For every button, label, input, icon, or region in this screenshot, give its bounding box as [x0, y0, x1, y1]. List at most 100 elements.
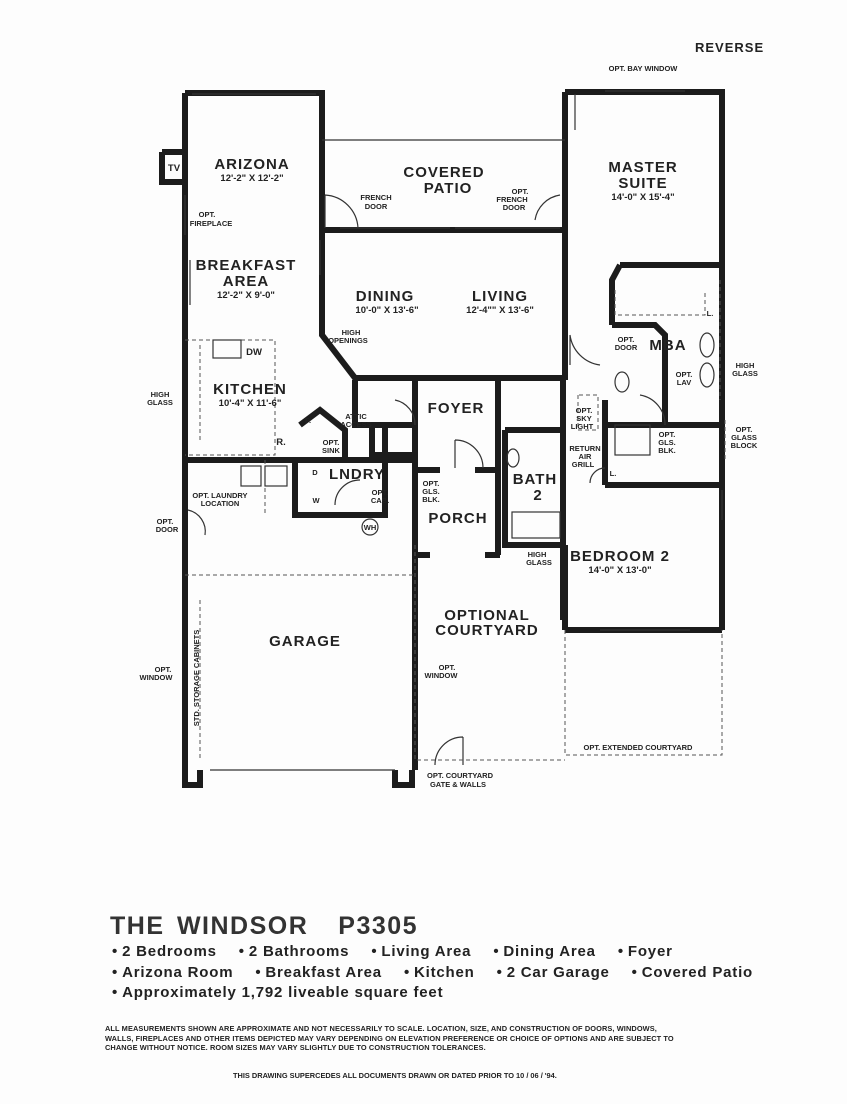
note-opt-door-garage: OPT.: [157, 517, 174, 526]
note-opt-gls-blk: OPT.: [659, 430, 676, 439]
room-kitchen-size: 10'-4" X 11'-6": [219, 398, 282, 409]
windows: [184, 90, 723, 771]
note-opt-sink-2: SINK: [322, 446, 341, 455]
room-lndry: LNDRY: [329, 466, 385, 483]
note-opt-sky-light-2: SKY: [576, 414, 591, 423]
note-porch-gls-blk-3: BLK.: [422, 495, 440, 504]
note-attic-access: ATTIC: [345, 412, 367, 421]
note-opt-door-garage-2: DOOR: [156, 525, 179, 534]
feature-item: Arizona Room: [112, 963, 233, 984]
note-pantry: P.: [305, 416, 311, 425]
room-garage: GARAGE: [269, 633, 341, 650]
walls: [159, 89, 725, 788]
note-linen-master: L.: [707, 309, 714, 318]
reverse-label: REVERSE: [695, 40, 765, 55]
room-patio-line2: PATIO: [424, 180, 473, 197]
room-arizona: ARIZONA: [214, 156, 289, 173]
note-extended-courtyard: OPT. EXTENDED COURTYARD: [584, 743, 693, 752]
note-attic-access-2: ACCESS: [340, 420, 371, 429]
note-courtyard-gate-2: GATE & WALLS: [430, 780, 486, 789]
room-mba: MBA: [649, 337, 686, 354]
note-opt-cab: OPT.: [372, 488, 389, 497]
room-breakfast-size: 12'-2" X 9'-0": [217, 290, 275, 301]
note-fireplace: OPT.: [199, 210, 216, 219]
note-opt-window-garage-2: WINDOW: [140, 673, 174, 682]
room-porch: PORCH: [428, 510, 487, 527]
note-bay-window: OPT. BAY WINDOW: [609, 64, 679, 73]
room-patio: COVERED: [403, 164, 484, 181]
room-foyer: FOYER: [428, 400, 485, 417]
note-opt-sky-light-3: LIGHT: [571, 422, 594, 431]
fixtures: [212, 332, 715, 539]
note-high-glass-court: HIGH: [528, 550, 547, 559]
feature-item: 2 Bathrooms: [239, 942, 350, 963]
note-french-door: FRENCH: [360, 193, 391, 202]
note-opt-gls-blk-2: GLS.: [658, 438, 676, 447]
note-porch-gls-blk-2: GLS.: [422, 487, 440, 496]
doors: [187, 194, 666, 766]
note-high-glass-left: HIGH: [151, 390, 170, 399]
feature-item: Foyer: [618, 942, 673, 963]
note-high-glass-right: HIGH: [736, 361, 755, 370]
note-opt-gls-blk-3: BLK.: [658, 446, 676, 455]
note-high-glass-left-2: GLASS: [147, 398, 173, 407]
note-opt-door-mba-2: DOOR: [615, 343, 638, 352]
note-opt-lav-2: LAV: [677, 378, 691, 387]
note-opt-french-door-3: DOOR: [503, 203, 526, 212]
feature-item: 2 Car Garage: [497, 963, 610, 984]
feature-item: Kitchen: [404, 963, 475, 984]
feature-item: 2 Bedrooms: [112, 942, 217, 963]
feature-item: Dining Area: [493, 942, 595, 963]
note-return-air-grill: RETURN: [569, 444, 600, 453]
room-courtyard-line2: COURTYARD: [435, 622, 538, 639]
plan-number: P3305: [338, 912, 419, 940]
room-dining-size: 10'-0" X 13'-6": [355, 305, 418, 316]
note-washer: W: [312, 496, 320, 505]
room-breakfast: BREAKFAST: [196, 257, 297, 274]
room-arizona-size: 12'-2" X 12'-2": [220, 173, 283, 184]
room-kitchen: KITCHEN: [213, 381, 287, 398]
note-opt-sky-light: OPT.: [576, 406, 593, 415]
note-refrigerator: R.: [276, 437, 286, 448]
optional-elements: [185, 280, 726, 761]
disclaimer: ALL MEASUREMENTS SHOWN ARE APPROXIMATE A…: [105, 1024, 674, 1052]
note-courtyard-gate: OPT. COURTYARD: [427, 771, 494, 780]
room-bath2: BATH: [513, 471, 558, 488]
note-french-door-2: DOOR: [365, 202, 388, 211]
note-opt-glass-block: OPT.: [736, 425, 753, 434]
floor-plan-drawing: ARIZONA 12'-2" X 12'-2" BREAKFAST AREA 1…: [140, 64, 758, 789]
note-opt-laundry-2: LOCATION: [201, 499, 240, 508]
room-master: MASTER: [608, 159, 677, 176]
note-opt-window-court: OPT.: [439, 663, 456, 672]
note-high-openings: HIGH: [342, 328, 361, 337]
note-opt-glass-block-3: BLOCK: [731, 441, 758, 450]
plan-name: THE WINDSOR: [110, 912, 309, 940]
note-opt-window-garage: OPT.: [155, 665, 172, 674]
note-opt-window-court-2: WINDOW: [425, 671, 459, 680]
note-high-openings-2: OPENINGS: [328, 336, 368, 345]
room-bedroom2-size: 14'-0" X 13'-0": [588, 565, 651, 576]
note-dryer: D: [312, 468, 318, 477]
note-return-air-grill-3: GRILL: [572, 460, 595, 469]
note-fireplace-2: FIREPLACE: [190, 219, 233, 228]
note-high-glass-right-2: GLASS: [732, 369, 758, 378]
note-opt-french-door: OPT.: [512, 187, 529, 196]
note-tv: TV: [168, 163, 181, 174]
note-high-glass-court-2: GLASS: [526, 558, 552, 567]
note-storage-cabinets: STD. STORAGE CABINETS: [192, 630, 201, 727]
note-opt-sink: OPT.: [323, 438, 340, 447]
note-opt-laundry: OPT. LAUNDRY: [192, 491, 247, 500]
room-master-size: 14'-0" X 15'-4": [611, 192, 674, 203]
plan-title: THE WINDSOR P3305: [110, 912, 418, 941]
plan-notes: OPT. BAY WINDOW TV OPT. FIREPLACE FRENCH…: [140, 64, 758, 789]
note-linen-hall: L.: [610, 469, 617, 478]
feature-item: Breakfast Area: [255, 963, 382, 984]
note-opt-door-mba: OPT.: [618, 335, 635, 344]
supercedes-note: THIS DRAWING SUPERCEDES ALL DOCUMENTS DR…: [233, 1071, 557, 1080]
note-opt-lav: OPT.: [676, 370, 693, 379]
note-dw: DW: [246, 347, 262, 358]
room-living: LIVING: [472, 288, 528, 305]
note-opt-french-door-2: FRENCH: [496, 195, 527, 204]
feature-item: Covered Patio: [632, 963, 753, 984]
